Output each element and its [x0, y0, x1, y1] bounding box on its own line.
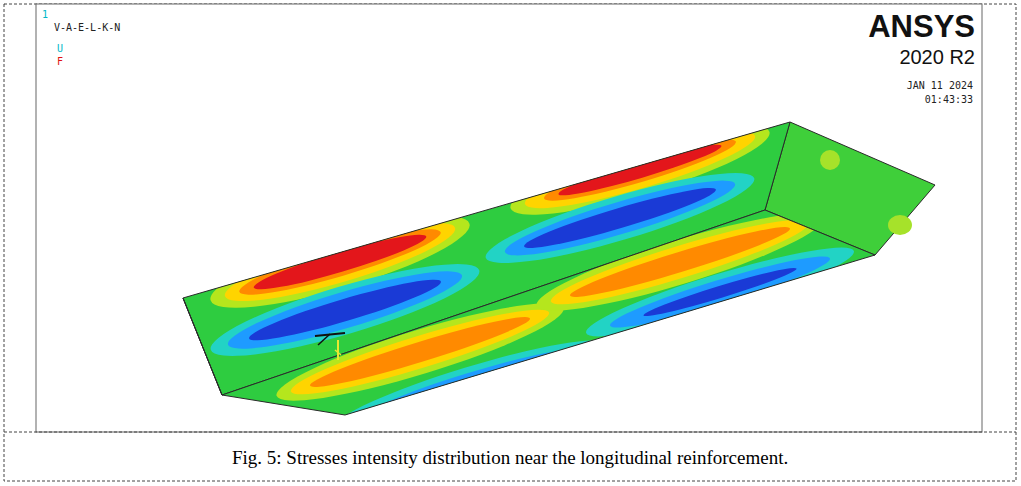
symbol-key: F [57, 56, 63, 67]
plot-entities: V-A-E-L-K-N [54, 22, 120, 33]
figure-caption: Fig. 5: Stresses intensity distribution … [232, 448, 788, 469]
symbol-key: U [57, 43, 63, 54]
software-version: 2020 R2 [899, 46, 975, 68]
plot-time: 01:43:33 [925, 94, 973, 105]
plot-date: JAN 11 2024 [907, 80, 973, 91]
window-number: 1 [42, 9, 48, 20]
software-logo: ANSYS [868, 10, 975, 44]
